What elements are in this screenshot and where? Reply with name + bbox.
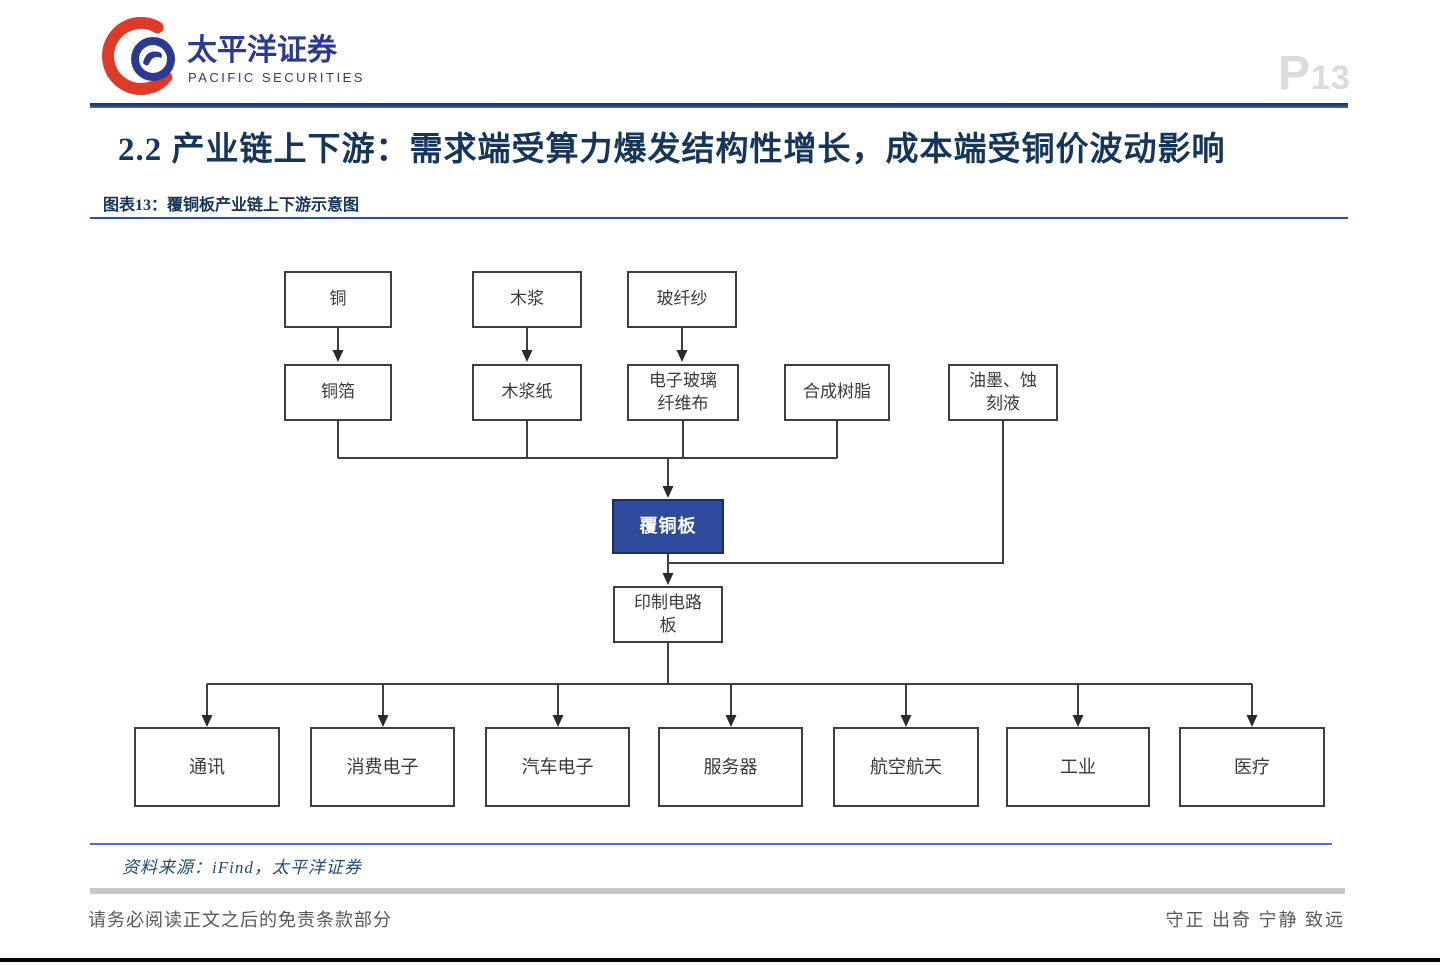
logo-mark-icon: [102, 17, 175, 95]
source-divider-top: [90, 843, 1332, 845]
node-ink-etching-solution: 油墨、蚀刻液: [948, 364, 1058, 421]
page-bottom-rule: [0, 958, 1440, 962]
pacific-securities-logo: 太平洋证券 PACIFIC SECURITIES: [102, 17, 365, 95]
node-medical: 医疗: [1179, 727, 1325, 807]
node-glass-fiber-yarn: 玻纤纱: [627, 271, 737, 328]
node-industrial: 工业: [1006, 727, 1150, 807]
node-communication: 通讯: [134, 727, 280, 807]
header-divider: [90, 103, 1348, 108]
figure-caption: 图表13：覆铜板产业链上下游示意图: [103, 197, 360, 214]
logo-text-en: PACIFIC SECURITIES: [188, 70, 365, 85]
node-consumer-electronics: 消费电子: [310, 727, 455, 807]
node-wood-pulp: 木浆: [472, 271, 582, 328]
footer-disclaimer: 请务必阅读正文之后的免责条款部分: [88, 910, 392, 930]
node-server: 服务器: [658, 727, 803, 807]
node-synthetic-resin: 合成树脂: [784, 364, 890, 421]
source-note: 资料来源：iFind，太平洋证券: [122, 858, 362, 877]
caption-divider: [90, 217, 1348, 219]
footer-motto: 守正 出奇 宁静 致远: [1165, 910, 1345, 930]
node-wood-pulp-paper: 木浆纸: [472, 364, 582, 421]
arrowheads: [201, 350, 1258, 727]
page-title: 2.2 产业链上下游：需求端受算力爆发结构性增长，成本端受铜价波动影响: [118, 132, 1226, 168]
node-printed-circuit-board: 印制电路板: [613, 586, 723, 643]
node-electronic-glass-fiber-cloth: 电子玻璃纤维布: [627, 364, 739, 421]
node-aerospace: 航空航天: [833, 727, 979, 807]
node-automotive-electronics: 汽车电子: [485, 727, 630, 807]
page-number-value: 13: [1311, 59, 1351, 97]
node-copper-foil: 铜箔: [284, 364, 392, 421]
section-divider-gray: [90, 888, 1345, 894]
logo-text-cn: 太平洋证券: [187, 34, 338, 67]
node-copper: 铜: [284, 271, 392, 328]
page-number-prefix: P: [1278, 47, 1312, 100]
node-copper-clad-laminate: 覆铜板: [612, 499, 724, 554]
